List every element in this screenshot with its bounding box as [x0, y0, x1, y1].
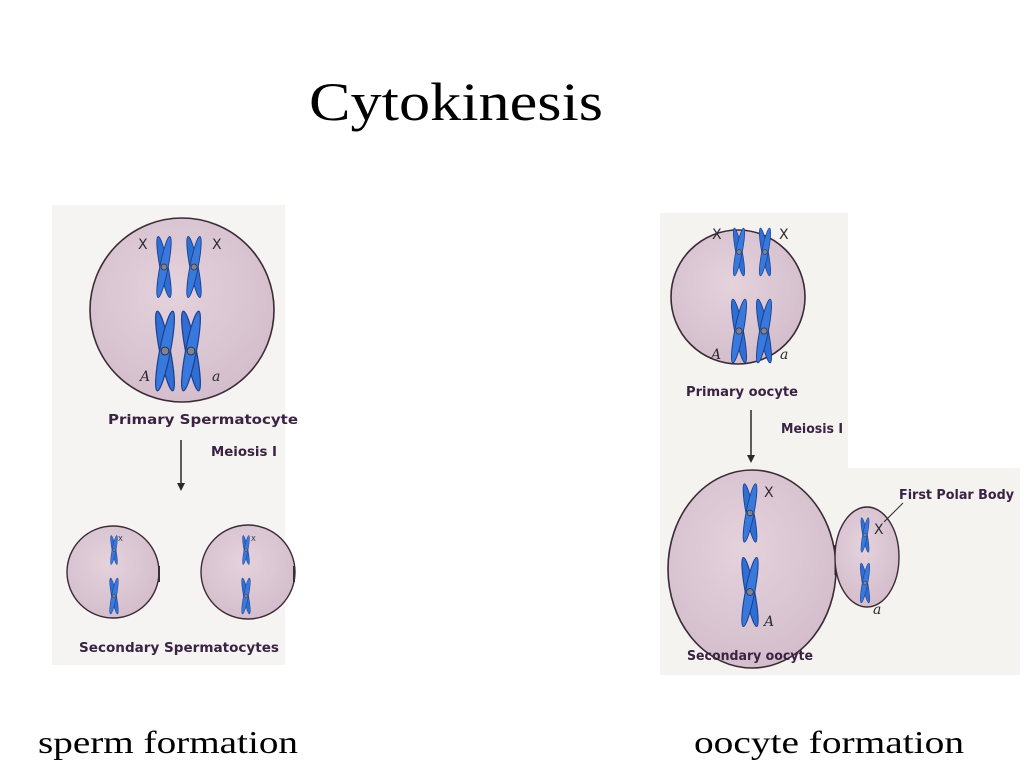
allele-label: X	[764, 485, 774, 501]
primary-spermatocyte-cell	[89, 217, 275, 403]
slide-title: Cytokinesis	[309, 72, 603, 132]
allele-mark: X	[118, 535, 123, 543]
label-pointer-line	[883, 502, 904, 523]
sperm-formation-caption: sperm formation	[38, 724, 298, 760]
allele-label: a	[212, 369, 220, 385]
allele-label: X	[874, 522, 884, 538]
first-polar-body-label: First Polar Body	[899, 488, 1015, 503]
secondary-spermatocytes-label: Secondary Spermatocytes	[79, 641, 279, 656]
meiosis-label: Meiosis I	[211, 445, 277, 460]
allele-label: A	[138, 369, 150, 385]
first-polar-body-cell	[834, 506, 900, 608]
sperm-formation-diagram: X X A a Primary Spermatocyte Meiosis I X…	[52, 205, 298, 665]
allele-label: X	[712, 227, 722, 243]
allele-label: a	[873, 602, 881, 618]
oocyte-formation-caption: oocyte formation	[694, 724, 964, 760]
arrow-head	[177, 483, 185, 491]
allele-label: X	[138, 237, 148, 253]
allele-label: X	[212, 237, 222, 253]
allele-label: X	[779, 227, 789, 243]
allele-mark: X	[251, 535, 256, 543]
oocyte-formation-diagram: X X A a Primary oocyte Meiosis I X A X a	[660, 213, 1020, 675]
allele-label: a	[780, 347, 788, 363]
primary-spermatocyte-label: Primary Spermatocyte	[108, 413, 298, 428]
allele-label: A	[709, 347, 721, 363]
primary-oocyte-label: Primary oocyte	[686, 385, 798, 400]
meiosis-label: Meiosis I	[781, 422, 843, 437]
arrow-head	[747, 455, 755, 463]
secondary-oocyte-label: Secondary oocyte	[687, 649, 813, 664]
primary-oocyte-cell	[670, 229, 806, 365]
allele-label: A	[762, 614, 774, 630]
